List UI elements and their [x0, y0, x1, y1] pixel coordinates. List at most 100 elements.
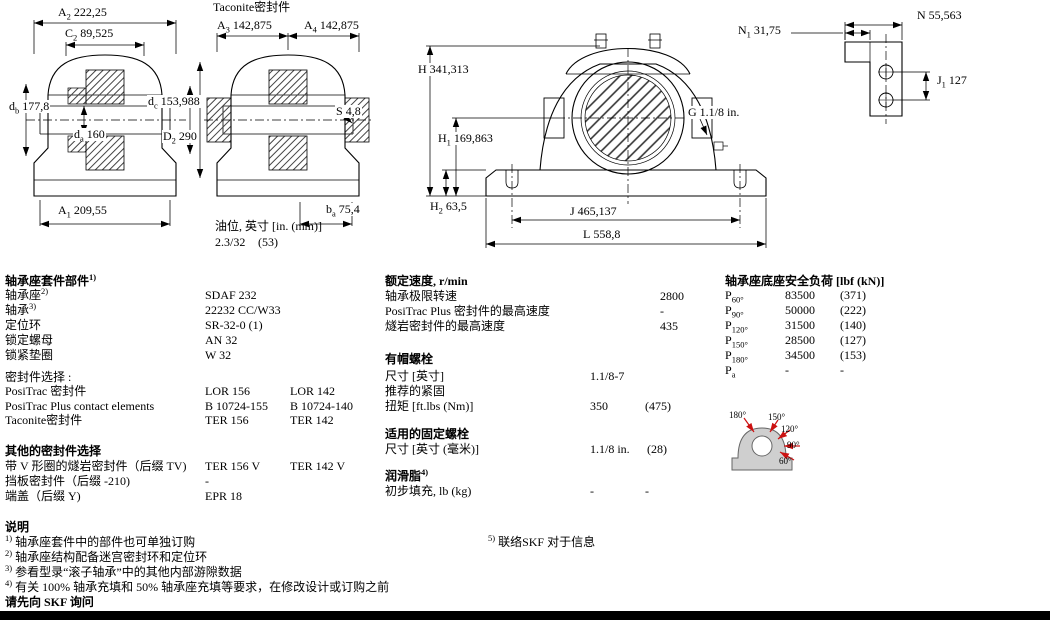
grease-fill-label: 初步填充, lb (kg) — [385, 484, 472, 498]
angle-label: 180° — [729, 410, 747, 420]
load-row-label: Pa — [725, 363, 736, 380]
bottom-bar — [0, 611, 1050, 620]
load-row-value: - — [785, 363, 789, 377]
dim-label-N: N 55,563 — [916, 8, 963, 22]
dim-label-dc: dc 153,988 — [147, 94, 201, 111]
load-row-value-kn: (371) — [840, 288, 866, 302]
footnote: 4) 有关 100% 轴承充填和 50% 轴承座充填等要求，在修改设计或订购之前 — [5, 578, 390, 594]
dim-label-A3: A3 142,875 — [216, 18, 273, 35]
load-row-label: P180° — [725, 348, 748, 365]
load-angle-diagram — [731, 417, 800, 471]
grease-fill-value1: - — [590, 484, 594, 498]
dim-label-J: J 465,137 — [569, 204, 618, 218]
load-row-value-kn: (127) — [840, 333, 866, 347]
speed-row-label: 轴承极限转速 — [385, 289, 458, 303]
load-row-label: P120° — [725, 318, 748, 335]
oil-level-label: 油位, 英寸 [in. (mm)] — [215, 219, 322, 233]
other-seal-row-value1: - — [205, 474, 209, 488]
parts-row-label: 定位环 — [5, 318, 42, 332]
seal-row-value1: B 10724-155 — [205, 399, 268, 413]
seal-row-value1: LOR 156 — [205, 384, 250, 398]
technical-drawings — [22, 19, 930, 248]
load-row-value: 31500 — [785, 318, 815, 332]
load-row-value: 34500 — [785, 348, 815, 362]
cap-bolts-header: 有帽螺栓 — [385, 352, 434, 366]
other-seal-row-value1: TER 156 V — [205, 459, 261, 473]
attachment-bolt-size-label: 尺寸 [英寸 (毫米)] — [385, 442, 479, 456]
dim-label-N1: N1 31,75 — [737, 23, 782, 40]
other-seal-row-label: 带 V 形圈的燧岩密封件（后缀 TV) — [5, 459, 187, 473]
seal-options-header: 密封件选择 : — [5, 370, 72, 384]
speed-row-value: 435 — [660, 319, 678, 333]
notes-header: 说明 — [5, 520, 30, 534]
other-seal-row-label: 挡板密封件（后缀 -210) — [5, 474, 130, 488]
dim-label-A2: A2 222,25 — [57, 5, 108, 22]
speed-row-value: - — [660, 304, 664, 318]
parts-row-label: 轴承座2) — [5, 286, 49, 302]
dim-label-H1: H1 169,863 — [437, 131, 494, 148]
attachment-bolt-size-value: 1.1/8 in. — [590, 442, 630, 456]
footnote: 3) 参看型录“滚子轴承”中的其他内部游隙数据 — [5, 563, 242, 579]
load-row-value-kn: (153) — [840, 348, 866, 362]
parts-row-label: 轴承3) — [5, 301, 37, 317]
grease-fill-value2: - — [645, 484, 649, 498]
dim-label-A1: A1 209,55 — [57, 203, 108, 220]
speed-row-label: 燧岩密封件的最高速度 — [385, 319, 506, 333]
dim-label-J1: J1 127 — [936, 73, 968, 90]
other-seal-row-label: 端盖（后缀 Y) — [5, 489, 81, 503]
parts-row-value: SDAF 232 — [205, 288, 257, 302]
loads-header: 轴承座底座安全负荷 [lbf (kN)] — [725, 274, 885, 288]
notes-footer: 请先向 SKF 询问 — [5, 595, 94, 609]
other-seals-header: 其他的密封件选择 — [5, 444, 102, 458]
seal-row-value2: B 10724-140 — [290, 399, 353, 413]
dim-label-db: db 177,8 — [8, 99, 51, 116]
load-row-label: P90° — [725, 303, 744, 320]
oil-level-value: 2.3/32 — [215, 235, 246, 249]
cap-bolt-size-label: 尺寸 [英寸] — [385, 369, 444, 383]
dim-label-L: L 558,8 — [582, 227, 622, 241]
load-row-value-kn: (140) — [840, 318, 866, 332]
parts-row-value: SR-32-0 (1) — [205, 318, 263, 332]
dim-label-D2: D2 290 — [162, 129, 198, 146]
dim-label-S: S 4,8 — [335, 104, 362, 118]
seal-row-label: PosiTrac 密封件 — [5, 384, 87, 398]
dim-label-H2: H2 63,5 — [429, 199, 468, 216]
dim-label-H: H 341,313 — [417, 62, 470, 76]
parts-header: 轴承座套件部件1) — [5, 272, 97, 288]
dim-label-da: da 160 — [73, 127, 106, 144]
attachment-bolts-header: 适用的固定螺栓 — [385, 427, 470, 441]
parts-row-label: 锁紧垫圈 — [5, 348, 54, 362]
torque-label-line2: 扭矩 [ft.lbs (Nm)] — [385, 399, 474, 413]
dim-label-G: G 1.1/8 in. — [687, 105, 741, 119]
dim-label-C2: C2 89,525 — [64, 26, 115, 43]
contact-note: 5) 联络SKF 对于信息 — [488, 533, 596, 549]
torque-label-line1: 推荐的紧固 — [385, 384, 446, 398]
taconite-title: Taconite密封件 — [213, 0, 291, 14]
speed-row-value: 2800 — [660, 289, 684, 303]
oil-level-value-mm: (53) — [258, 235, 278, 249]
load-row-value: 50000 — [785, 303, 815, 317]
load-row-value-kn: (222) — [840, 303, 866, 317]
speed-row-label: PosiTrac Plus 密封件的最高速度 — [385, 304, 550, 318]
load-row-value: 28500 — [785, 333, 815, 347]
load-row-label: P150° — [725, 333, 748, 350]
torque-value-nm: (475) — [645, 399, 671, 413]
seal-row-label: Taconite密封件 — [5, 413, 83, 427]
seal-row-value2: LOR 142 — [290, 384, 335, 398]
load-row-value: 83500 — [785, 288, 815, 302]
dim-label-ba: ba 75,4 — [325, 202, 361, 219]
parts-row-value: AN 32 — [205, 333, 238, 347]
angle-label: 60° — [779, 456, 792, 466]
torque-value: 350 — [590, 399, 608, 413]
seal-row-label: PosiTrac Plus contact elements — [5, 399, 155, 413]
cap-bolt-size-value: 1.1/8-7 — [590, 369, 625, 383]
seal-row-value1: TER 156 — [205, 413, 249, 427]
angle-label: 120° — [781, 424, 799, 434]
parts-row-label: 锁定螺母 — [5, 333, 54, 347]
seal-row-value2: TER 142 — [290, 413, 334, 427]
grease-header: 润滑脂4) — [385, 467, 429, 483]
angle-label: 90° — [787, 440, 800, 450]
speeds-header: 额定速度, r/min — [385, 274, 468, 288]
parts-row-value: W 32 — [205, 348, 232, 362]
